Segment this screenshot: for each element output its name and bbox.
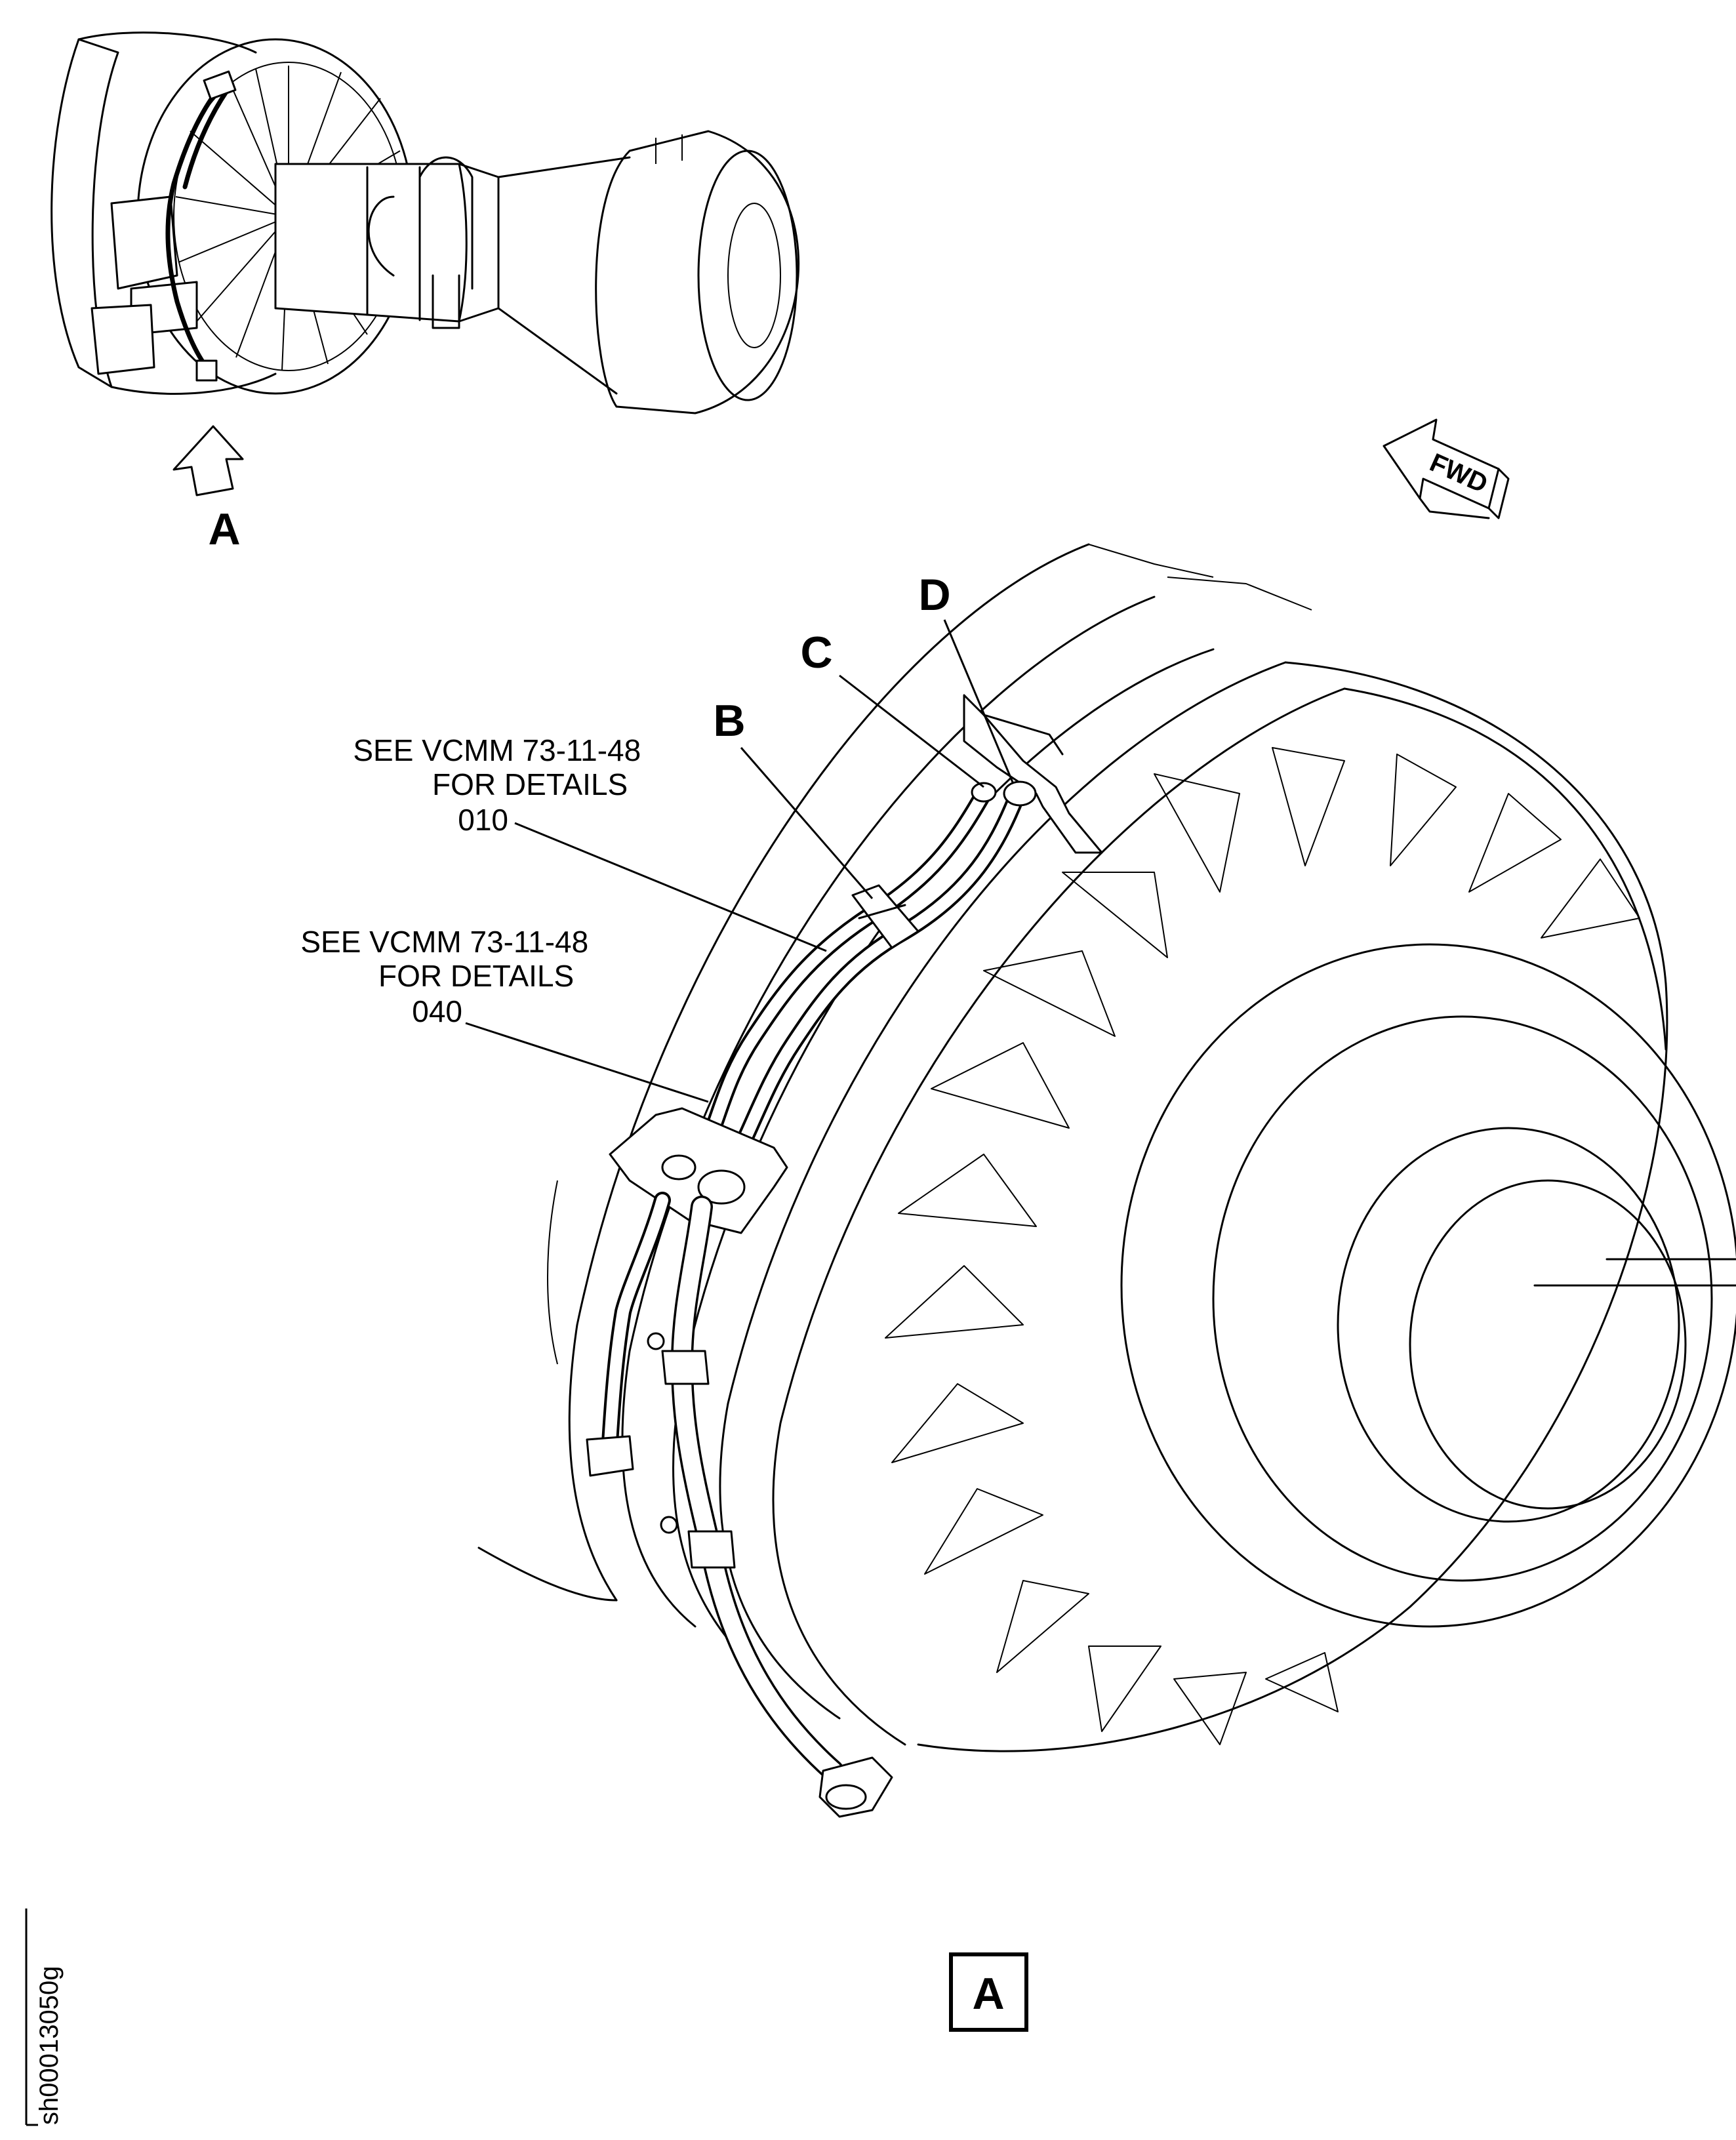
fwd-arrow-icon: FWD <box>1383 418 1510 519</box>
view-arrow-icon <box>172 425 244 496</box>
sheet-id: sh00013050g <box>25 1908 64 2126</box>
callout-040: SEE VCMM 73-11-48 FOR DETAILS 040 <box>300 925 597 1028</box>
sheet-id-text: sh00013050g <box>35 1966 64 2125</box>
callout-010-item: 010 <box>458 803 508 837</box>
leader-lines <box>465 619 1015 1103</box>
callout-010: SEE VCMM 73-11-48 FOR DETAILS 010 <box>353 733 649 837</box>
view-label: A <box>972 1969 1004 2019</box>
detail-letter-b: B <box>713 696 745 746</box>
callout-040-item: 040 <box>412 994 462 1028</box>
detail-letter-d: D <box>918 570 950 620</box>
engine-locator-view <box>50 31 800 414</box>
callout-010-line2: FOR DETAILS <box>432 767 628 801</box>
tube-assembly <box>586 694 1103 1818</box>
locator-view-label: A <box>208 504 240 554</box>
detail-letter-c: C <box>800 628 832 677</box>
callout-040-line1: SEE VCMM 73-11-48 <box>300 925 588 959</box>
view-label-box: A <box>949 1952 1028 2032</box>
callout-010-line1: SEE VCMM 73-11-48 <box>353 733 641 767</box>
callout-040-line2: FOR DETAILS <box>378 959 574 993</box>
